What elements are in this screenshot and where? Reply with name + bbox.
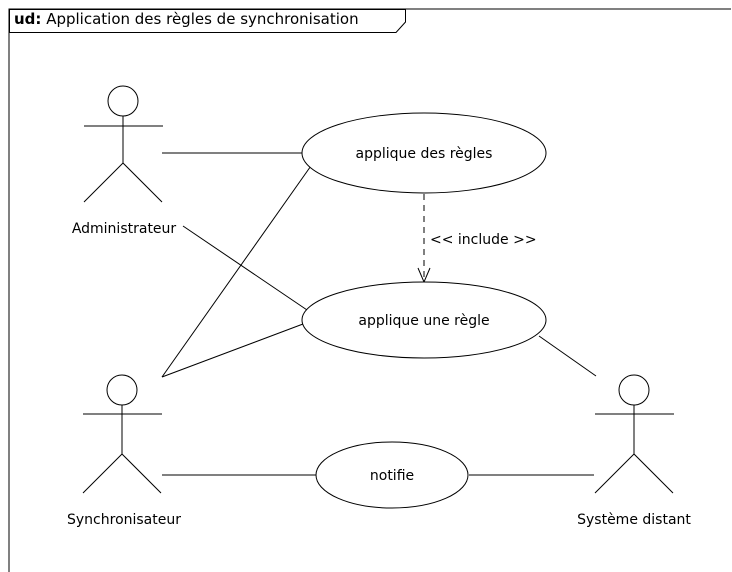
use-case-label: applique une règle xyxy=(358,313,489,329)
association-synchro-applique-des-regles xyxy=(161,162,314,378)
actor-leg-right xyxy=(121,453,162,494)
use-case-label: notifie xyxy=(370,468,414,484)
frame-title-text: Application des règles de synchronisatio… xyxy=(46,10,359,28)
actor-leg-left xyxy=(594,453,635,494)
actor-label-systeme-distant: Système distant xyxy=(577,512,691,528)
actor-synchronisateur[interactable] xyxy=(82,374,162,494)
actor-head xyxy=(618,374,650,406)
association-synchro-applique-une-regle xyxy=(161,323,304,378)
actor-label-administrateur: Administrateur xyxy=(72,221,177,237)
include-label: << include >> xyxy=(430,232,537,248)
frame-kind: ud: xyxy=(14,10,42,28)
use-case-applique-des-regles[interactable]: applique des règles xyxy=(301,112,547,194)
actor-leg-left xyxy=(83,162,124,203)
use-case-applique-une-regle[interactable]: applique une règle xyxy=(301,281,547,359)
association-distant-applique-une-regle xyxy=(538,335,597,377)
use-case-label: applique des règles xyxy=(356,146,493,162)
actor-administrateur[interactable] xyxy=(83,85,163,203)
actor-head xyxy=(106,374,138,406)
frame-title-tab: ud: Application des règles de synchronis… xyxy=(9,9,406,33)
use-case-notifie[interactable]: notifie xyxy=(315,441,469,509)
actor-label-synchronisateur: Synchronisateur xyxy=(67,512,181,528)
association-admin-applique-une-regle xyxy=(182,225,311,313)
actor-systeme-distant[interactable] xyxy=(594,374,674,494)
include-dependency: << include >> xyxy=(417,194,537,284)
actor-leg-left xyxy=(82,453,123,494)
associations xyxy=(161,152,597,476)
actor-head xyxy=(107,85,139,117)
actor-leg-right xyxy=(633,453,674,494)
actor-leg-right xyxy=(122,162,163,203)
frame-title: ud: Application des règles de synchronis… xyxy=(14,10,359,28)
